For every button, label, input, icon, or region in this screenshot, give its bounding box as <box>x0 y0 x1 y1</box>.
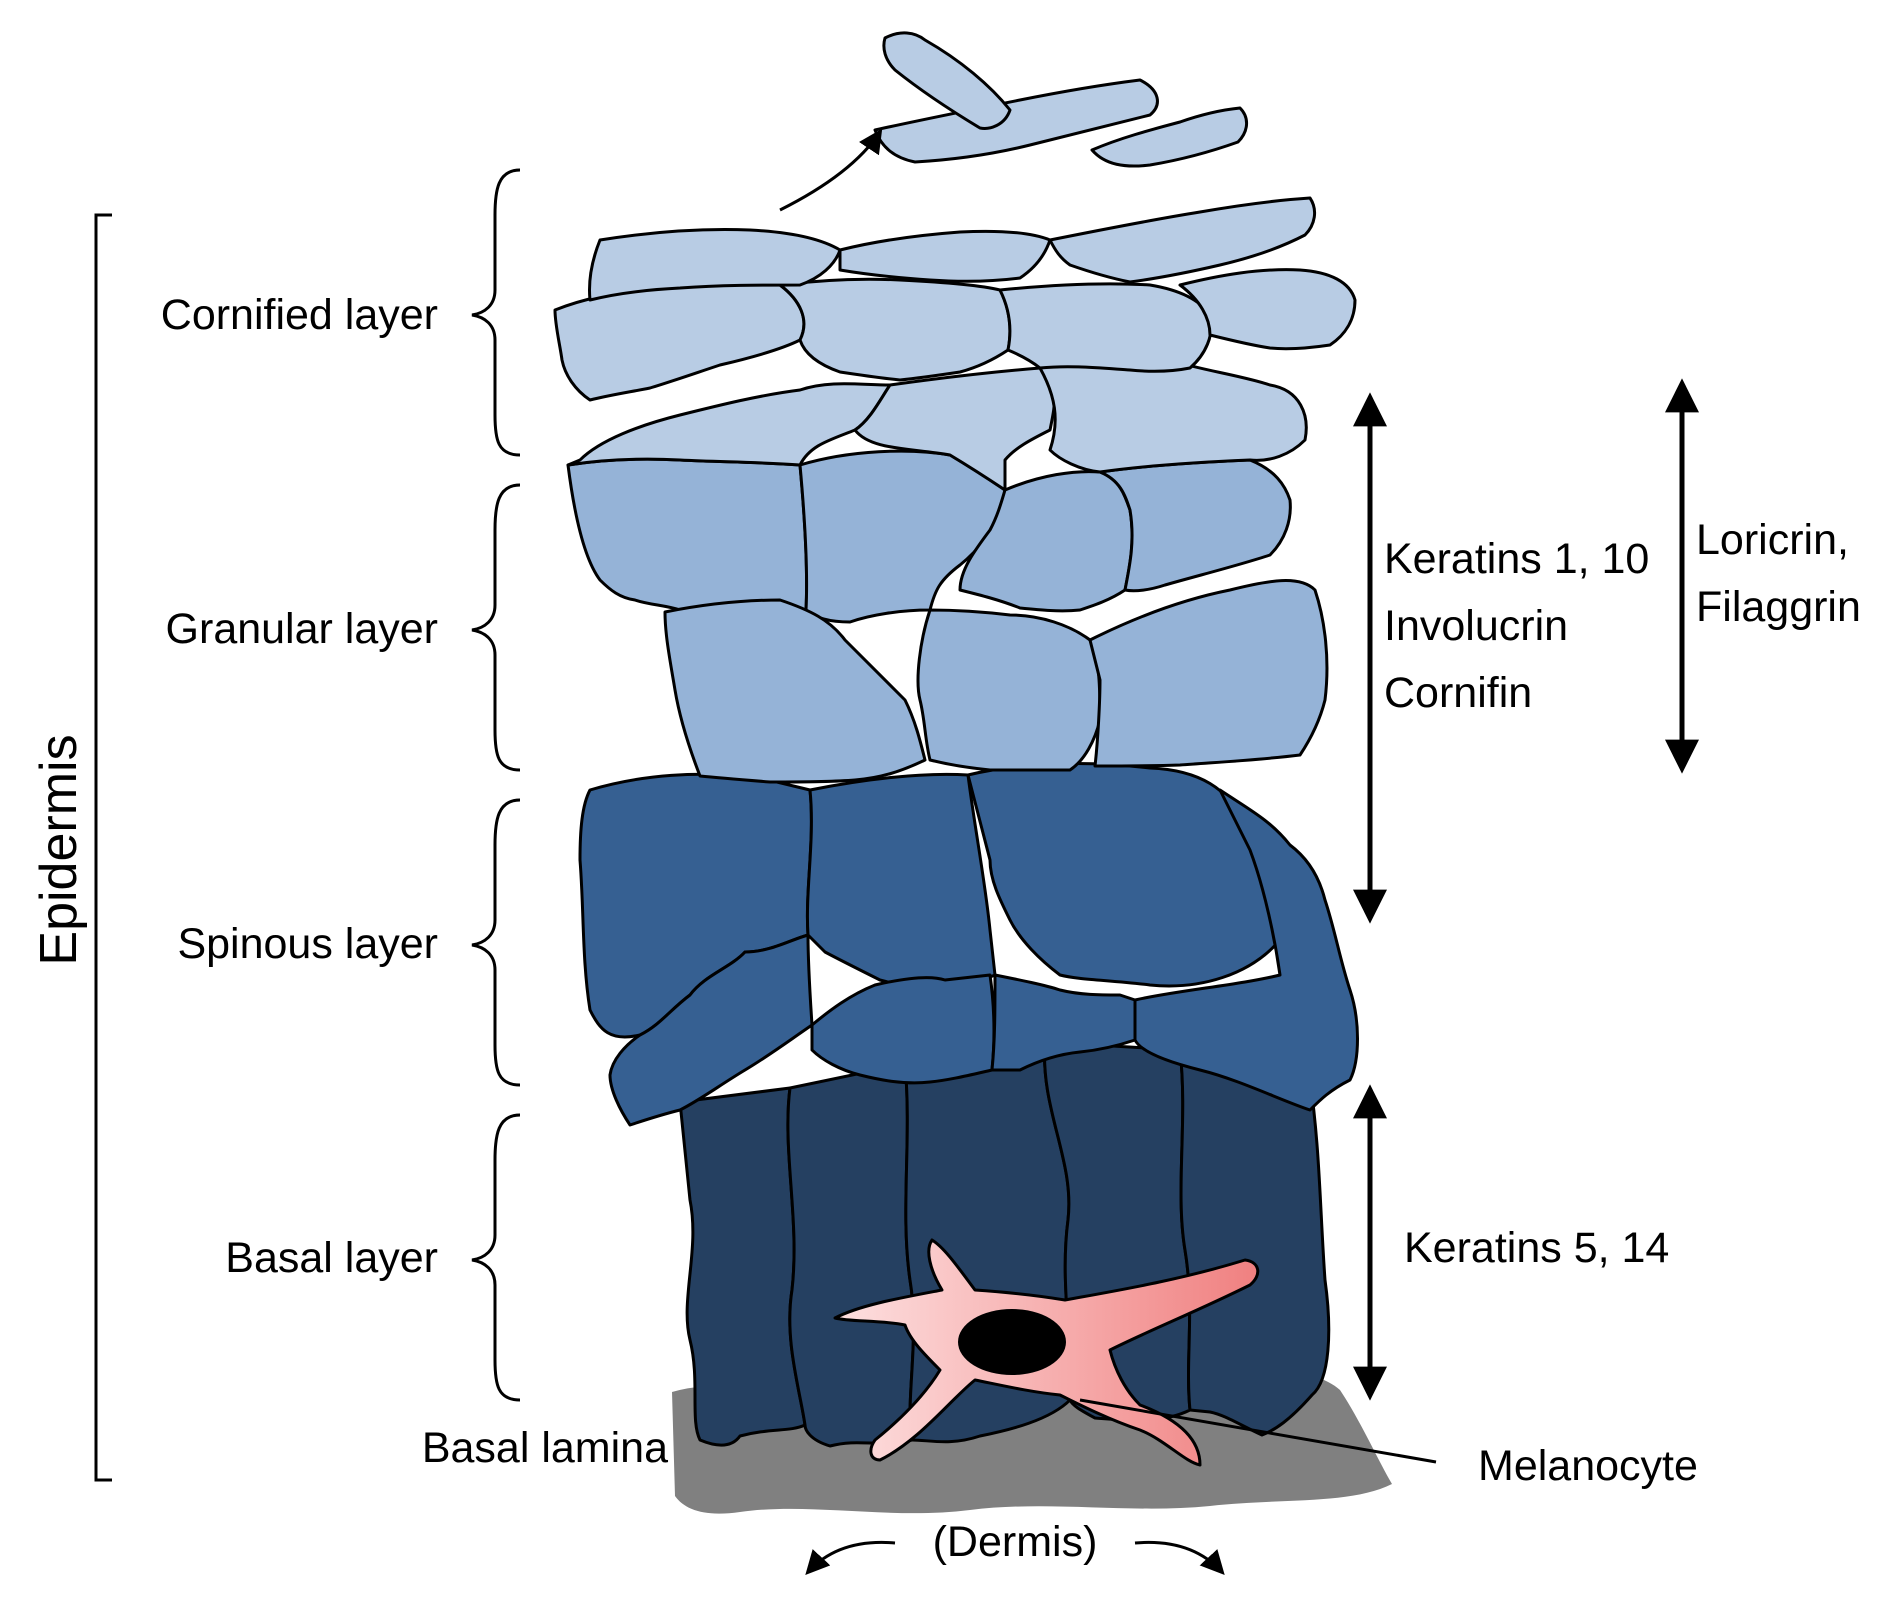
epidermis-bracket <box>94 213 112 1482</box>
spinous-layer-label: Spinous layer <box>177 920 438 968</box>
keratins-5-14-label: Keratins 5, 14 <box>1404 1224 1669 1272</box>
melanocyte-pointer-line <box>1079 1398 1437 1464</box>
cornified-layer-label: Cornified layer <box>161 291 438 339</box>
filaggrin-label: Filaggrin <box>1696 583 1861 631</box>
spinous-brace <box>471 798 521 1087</box>
loricrin-label: Loricrin, <box>1696 516 1849 564</box>
granular-layer-cells <box>566 449 1329 784</box>
spinous-layer-cells <box>578 762 1359 1127</box>
granular-layer-label: Granular layer <box>166 605 438 653</box>
cornifin-label: Cornifin <box>1384 669 1532 717</box>
dermis-right-arrow <box>1134 1540 1225 1575</box>
dermis-label: (Dermis) <box>933 1518 1098 1566</box>
epidermis-label: Epidermis <box>30 734 88 965</box>
cornified-brace <box>471 168 521 457</box>
dermis-left-arrow <box>805 1540 896 1575</box>
melanocyte <box>833 1238 1260 1467</box>
granular-brace <box>471 483 521 772</box>
basal-brace <box>471 1113 521 1402</box>
basal-layer-label: Basal layer <box>225 1234 438 1282</box>
melanocyte-nucleus <box>958 1309 1066 1375</box>
shedding-arrow <box>779 128 883 212</box>
keratins-1-10-label: Keratins 1, 10 <box>1384 535 1649 583</box>
involucrin-label: Involucrin <box>1384 602 1568 650</box>
cornified-layer-cells <box>553 31 1357 492</box>
melanocyte-label: Melanocyte <box>1478 1442 1698 1490</box>
basal-lamina-label: Basal lamina <box>422 1424 668 1472</box>
